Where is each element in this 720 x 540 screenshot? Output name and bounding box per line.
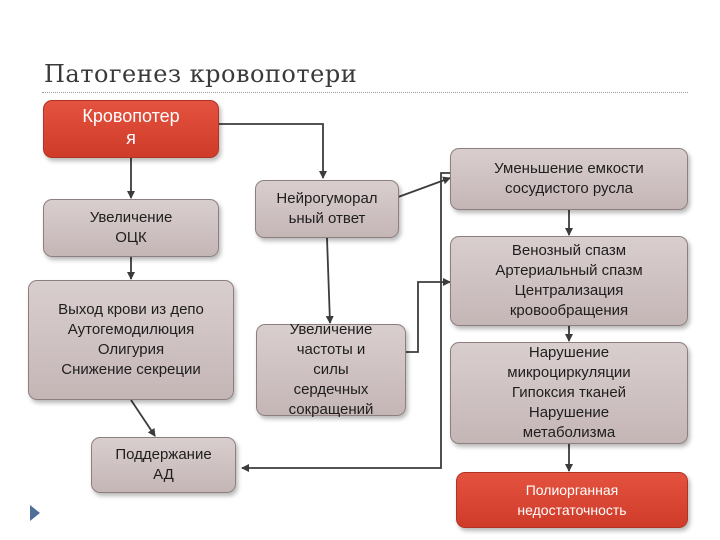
depot-release-box: Выход крови из депо Аутогемодилюция Олиг… — [28, 280, 234, 400]
title-divider — [42, 92, 688, 93]
vessel-capacity-box: Уменьшение емкости сосудистого русла — [450, 148, 688, 210]
arrow-neurohumoral-to-capacity — [389, 176, 451, 201]
arrow-capacity-to-support — [241, 172, 450, 472]
blood-loss-box: Кровопотер я — [43, 100, 219, 158]
arrow-depot-to-support — [130, 399, 156, 437]
neurohumoral-box: Нейрогуморал ьный ответ — [255, 180, 399, 238]
bp-support-box: Поддержание АД — [91, 437, 236, 493]
page-title: Патогенез кровопотери — [44, 60, 358, 88]
arrow-neurohumoral-to-heart — [325, 237, 334, 324]
organ-failure-box: Полиорганная недостаточность — [456, 472, 688, 528]
spasm-box: Венозный спазм Артериальный спазм Центра… — [450, 236, 688, 326]
microcirculation-box: Нарушение микроциркуляции Гипоксия ткане… — [450, 342, 688, 444]
bcv-increase-box: Увеличение ОЦК — [43, 199, 219, 257]
heart-rate-box: Увеличение частоты и силы сердечных сокр… — [256, 321, 406, 418]
bullet-triangle-icon — [30, 505, 40, 521]
arrow-bloodloss-to-neurohumoral — [218, 123, 327, 179]
arrow-heart-to-spasm — [405, 278, 451, 353]
